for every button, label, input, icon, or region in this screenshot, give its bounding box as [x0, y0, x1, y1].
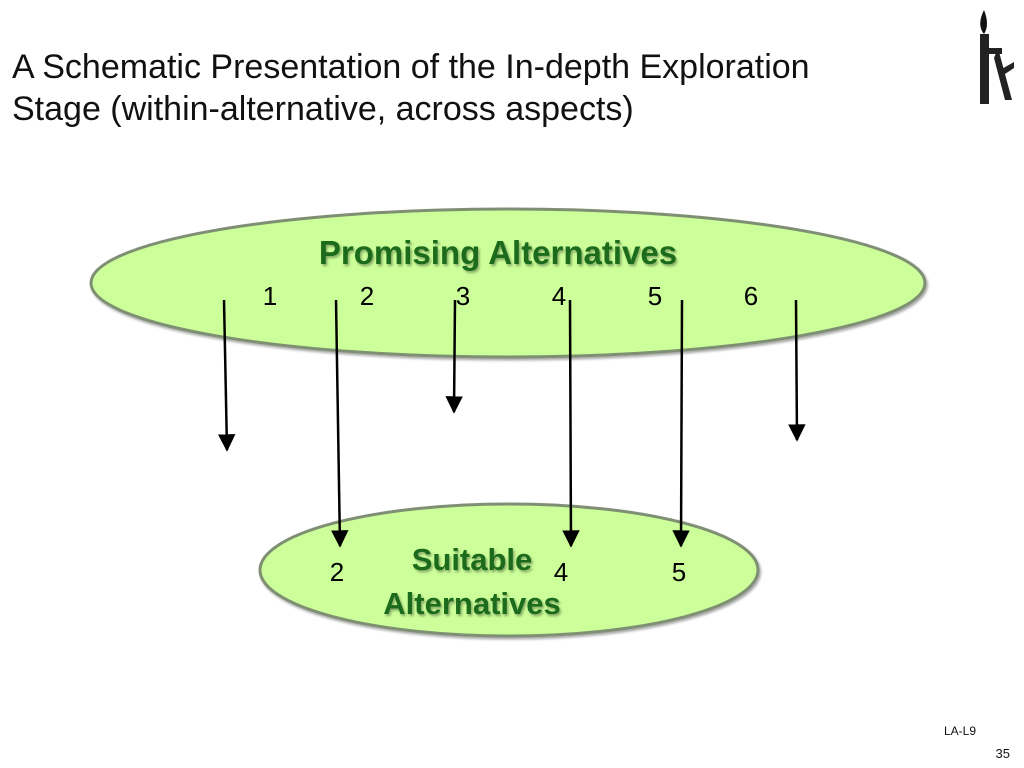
arrow-alt-2-to-suitable	[330, 299, 349, 548]
promising-number-5: 5	[648, 281, 662, 311]
suitable-number-4: 4	[554, 557, 568, 587]
slide-title: A Schematic Presentation of the In-depth…	[12, 46, 962, 130]
slide-title-line-1: A Schematic Presentation of the In-depth…	[12, 48, 810, 86]
promising-number-1: 1	[263, 281, 277, 311]
promising-ellipse	[89, 207, 927, 359]
arrow-alt-3-rejected	[445, 299, 463, 414]
suitable-number-2: 2	[330, 557, 344, 587]
arrow-alt-1-rejected	[217, 299, 236, 452]
suitable-ellipse	[258, 502, 760, 638]
promising-number-2: 2	[360, 281, 374, 311]
arrow-alt-5-to-suitable	[672, 299, 690, 548]
suitable-label-line-2: Alternatives	[383, 586, 560, 621]
page-number: 35	[995, 746, 1010, 761]
promising-number-3: 3	[456, 281, 470, 311]
suitable-number-5: 5	[672, 557, 686, 587]
suitable-label-line-1: Suitable	[412, 542, 533, 577]
slide-title-line-2: Stage (within-alternative, across aspect…	[12, 90, 634, 128]
promising-label: Promising Alternatives	[319, 234, 677, 271]
arrow-alt-4-to-suitable	[562, 299, 580, 548]
arrow-alt-6-rejected	[788, 299, 806, 442]
promising-number-6: 6	[744, 281, 758, 311]
torch-figure-icon	[980, 10, 1014, 104]
footer-tag: LA-L9	[943, 724, 976, 738]
promising-number-4: 4	[552, 281, 566, 311]
